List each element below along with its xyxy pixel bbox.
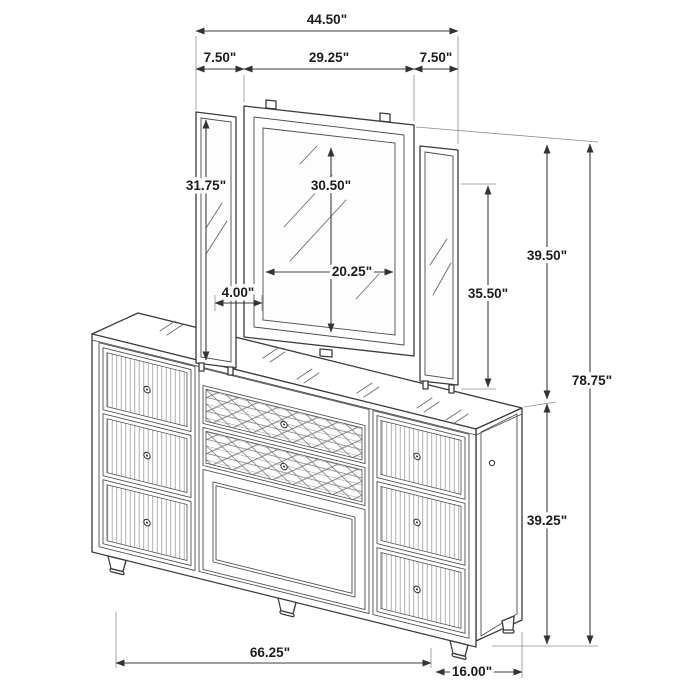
dim-overall-height: 78.75" <box>568 143 616 645</box>
dim-center-mirror-width: 29.25" <box>243 47 415 121</box>
dim-label-dresser-height: 39.25" <box>527 513 567 528</box>
dim-left-mirror-height: 31.75" <box>182 119 230 361</box>
dim-total-width: 44.50" <box>195 9 459 144</box>
dresser-back-foot <box>501 615 515 634</box>
dim-dresser-depth: 16.00" <box>435 632 523 683</box>
dim-side-mirror-height: 35.50" <box>461 183 512 390</box>
mirror-right-panel <box>419 145 459 394</box>
mirror-assembly <box>195 99 459 394</box>
dim-mirror-offset: 4.00" <box>214 282 263 311</box>
dim-center-mirror-glass-width: 20.25" <box>265 261 394 283</box>
dim-dresser-width: 66.25" <box>115 612 432 668</box>
side-knob <box>488 459 496 467</box>
dim-label-left-mirror-height: 31.75" <box>186 178 226 193</box>
right-drawer-column <box>372 410 470 639</box>
center-drawer-column <box>198 367 370 615</box>
dim-label-left-mirror-width: 7.50" <box>204 50 237 65</box>
left-drawer-column <box>98 342 196 571</box>
dim-label-mirror-height: 39.50" <box>527 248 567 263</box>
dim-label-dresser-width: 66.25" <box>250 645 290 660</box>
mirror-left-panel <box>195 111 237 376</box>
dresser <box>91 312 523 660</box>
dim-label-side-mirror-height: 35.50" <box>468 286 508 301</box>
dim-label-mirror-offset: 4.00" <box>222 285 255 300</box>
dresser-front <box>91 333 477 660</box>
dim-label-total-width: 44.50" <box>307 12 347 27</box>
dim-label-center-mirror-width: 29.25" <box>309 50 349 65</box>
dresser-feet <box>107 555 469 660</box>
dim-dresser-height: 39.25" <box>492 403 598 647</box>
dim-label-center-mirror-glass-height: 30.50" <box>311 178 351 193</box>
dim-label-right-mirror-width: 7.50" <box>420 50 453 65</box>
dim-label-center-mirror-glass-width: 20.25" <box>332 264 372 279</box>
mirror-center-panel <box>243 99 415 358</box>
dim-label-dresser-depth: 16.00" <box>452 664 492 679</box>
dim-center-mirror-glass-height: 30.50" <box>307 147 355 333</box>
dimension-annotations: 44.50" 7.50" 29.25" 7.50" 31.75" 30.50" … <box>115 9 616 683</box>
dim-label-overall-height: 78.75" <box>572 373 612 388</box>
dresser-side-panel <box>475 407 523 642</box>
dim-right-mirror-width: 7.50" <box>413 47 459 73</box>
dim-left-mirror-width: 7.50" <box>195 47 245 102</box>
dim-mirror-height: 39.50" <box>415 126 599 408</box>
